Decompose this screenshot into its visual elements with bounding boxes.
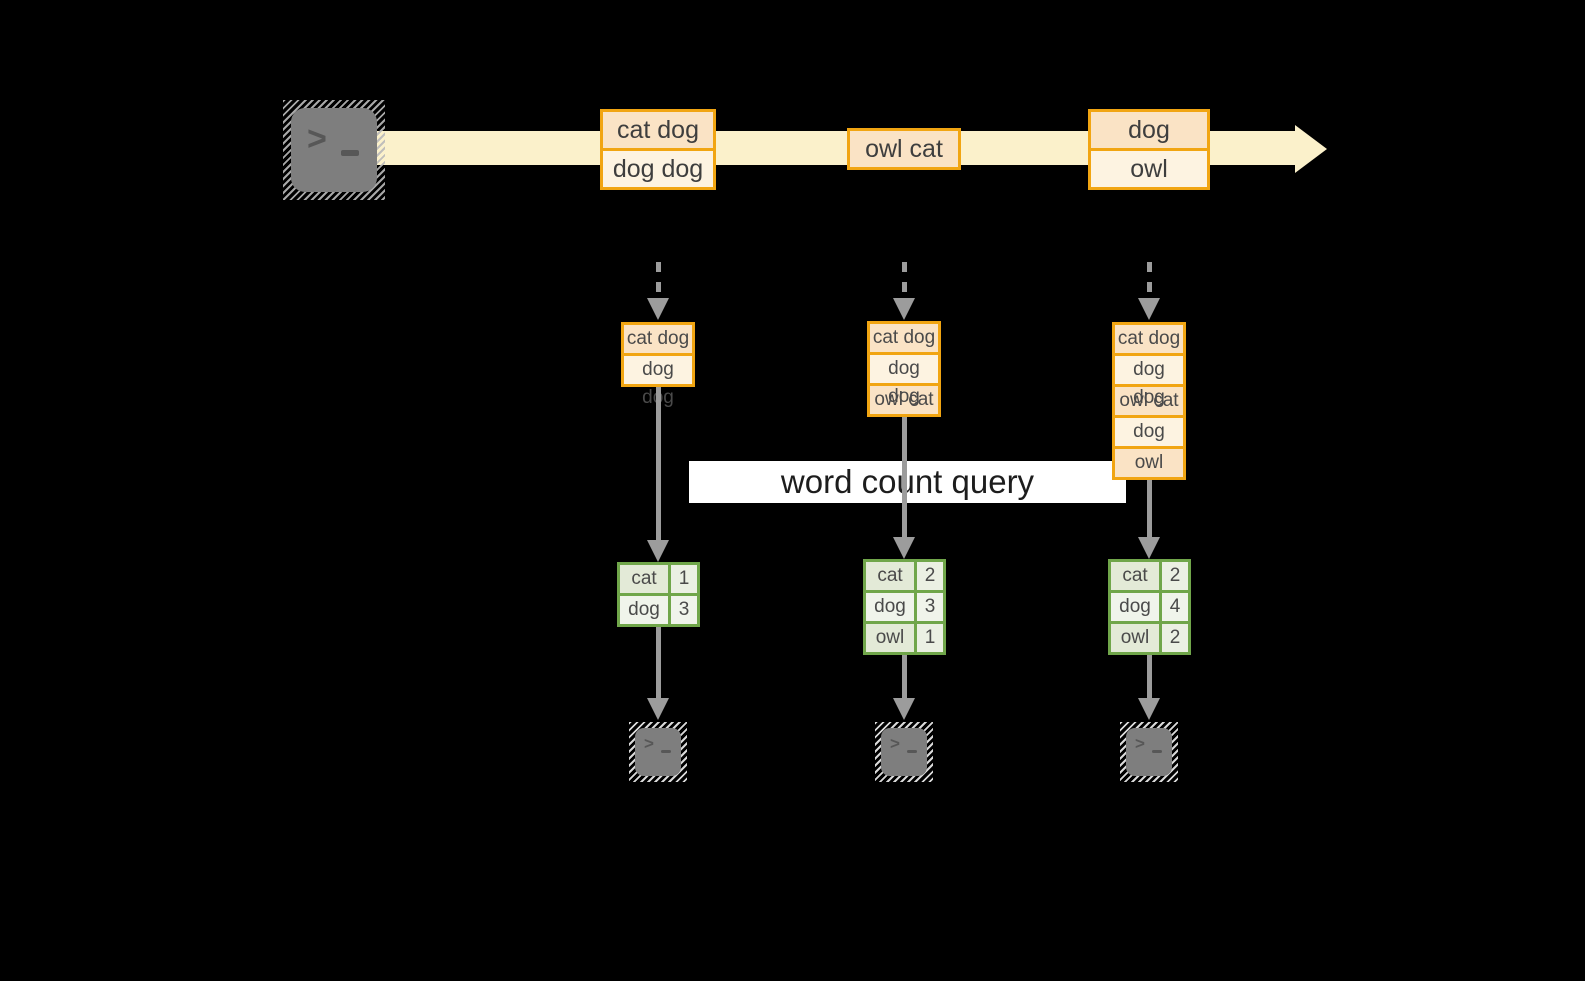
table-row: dog 3 bbox=[620, 593, 697, 624]
terminal-screen: > bbox=[881, 728, 927, 776]
connector-line bbox=[1147, 480, 1152, 539]
count-cell: 4 bbox=[1162, 593, 1188, 621]
output-terminal-icon-3: > bbox=[1120, 722, 1178, 782]
dashed-arrow-line bbox=[902, 262, 907, 292]
source-terminal-icon: > bbox=[283, 100, 385, 200]
query-banner: word count query bbox=[689, 461, 1126, 503]
message-row: cat dog bbox=[603, 112, 713, 148]
table-row: owl 1 bbox=[866, 621, 943, 652]
arrowhead-icon bbox=[647, 698, 669, 720]
batch-row: owl cat bbox=[1115, 384, 1183, 415]
word-cell: dog bbox=[620, 596, 671, 624]
arrowhead-icon bbox=[1138, 698, 1160, 720]
arrowhead-icon bbox=[893, 537, 915, 559]
word-cell: owl bbox=[1111, 624, 1162, 652]
table-row: cat 2 bbox=[866, 562, 943, 590]
arrowhead-icon bbox=[1138, 537, 1160, 559]
batch-row: dog bbox=[1115, 415, 1183, 446]
count-cell: 3 bbox=[917, 593, 943, 621]
arrowhead-icon bbox=[1138, 298, 1160, 320]
message-row: dog dog bbox=[603, 148, 713, 187]
micro-batch-stack-2: cat dog dog dog owl cat bbox=[867, 321, 941, 417]
connector-line bbox=[1147, 655, 1152, 700]
terminal-prompt-icon: > bbox=[1135, 734, 1145, 753]
word-cell: dog bbox=[866, 593, 917, 621]
batch-row: owl cat bbox=[870, 383, 938, 414]
word-cell: cat bbox=[866, 562, 917, 590]
terminal-cursor-icon bbox=[907, 750, 917, 753]
table-row: cat 2 bbox=[1111, 562, 1188, 590]
terminal-prompt-icon: > bbox=[890, 734, 900, 753]
stream-message-1: cat dog dog dog bbox=[600, 109, 716, 190]
word-cell: dog bbox=[1111, 593, 1162, 621]
arrowhead-icon bbox=[893, 298, 915, 320]
output-terminal-icon-2: > bbox=[875, 722, 933, 782]
table-row: dog 3 bbox=[866, 590, 943, 621]
batch-row: cat dog bbox=[1115, 325, 1183, 353]
batch-row: owl bbox=[1115, 446, 1183, 477]
connector-line bbox=[902, 417, 907, 539]
count-cell: 1 bbox=[917, 624, 943, 652]
micro-batch-stack-3: cat dog dog dog owl cat dog owl bbox=[1112, 322, 1186, 480]
terminal-cursor-icon bbox=[1152, 750, 1162, 753]
terminal-screen: > bbox=[291, 108, 377, 192]
output-terminal-icon-1: > bbox=[629, 722, 687, 782]
terminal-screen: > bbox=[1126, 728, 1172, 776]
count-cell: 3 bbox=[671, 596, 697, 624]
connector-line bbox=[656, 387, 661, 542]
count-cell: 2 bbox=[1162, 562, 1188, 590]
stream-message-2: owl cat bbox=[847, 128, 961, 170]
table-row: dog 4 bbox=[1111, 590, 1188, 621]
table-row: owl 2 bbox=[1111, 621, 1188, 652]
terminal-prompt-icon: > bbox=[644, 734, 654, 753]
word-cell: owl bbox=[866, 624, 917, 652]
stream-arrowhead-icon bbox=[1295, 125, 1327, 173]
batch-row: dog dog bbox=[624, 353, 692, 408]
batch-row: dog dog bbox=[1115, 353, 1183, 408]
terminal-prompt-icon: > bbox=[307, 120, 327, 158]
table-row: cat 1 bbox=[620, 565, 697, 593]
word-count-table-3: cat 2 dog 4 owl 2 bbox=[1108, 559, 1191, 655]
connector-line bbox=[902, 655, 907, 700]
word-cell: cat bbox=[1111, 562, 1162, 590]
terminal-cursor-icon bbox=[661, 750, 671, 753]
connector-line bbox=[656, 627, 661, 700]
message-row: owl cat bbox=[850, 131, 958, 167]
dashed-arrow-line bbox=[1147, 262, 1152, 292]
terminal-cursor-icon bbox=[341, 150, 359, 156]
stream-message-3: dog owl bbox=[1088, 109, 1210, 190]
count-cell: 1 bbox=[671, 565, 697, 593]
message-row: dog bbox=[1091, 112, 1207, 148]
count-cell: 2 bbox=[917, 562, 943, 590]
micro-batch-stack-1: cat dog dog dog bbox=[621, 322, 695, 408]
dashed-arrow-line bbox=[656, 262, 661, 292]
word-count-table-1: cat 1 dog 3 bbox=[617, 562, 700, 627]
batch-row: dog dog bbox=[870, 352, 938, 407]
batch-row: cat dog bbox=[624, 325, 692, 353]
batch-row: cat dog bbox=[870, 324, 938, 352]
arrowhead-icon bbox=[647, 540, 669, 562]
arrowhead-icon bbox=[893, 698, 915, 720]
word-count-table-2: cat 2 dog 3 owl 1 bbox=[863, 559, 946, 655]
message-row: owl bbox=[1091, 148, 1207, 187]
terminal-screen: > bbox=[635, 728, 681, 776]
arrowhead-icon bbox=[647, 298, 669, 320]
word-cell: cat bbox=[620, 565, 671, 593]
count-cell: 2 bbox=[1162, 624, 1188, 652]
